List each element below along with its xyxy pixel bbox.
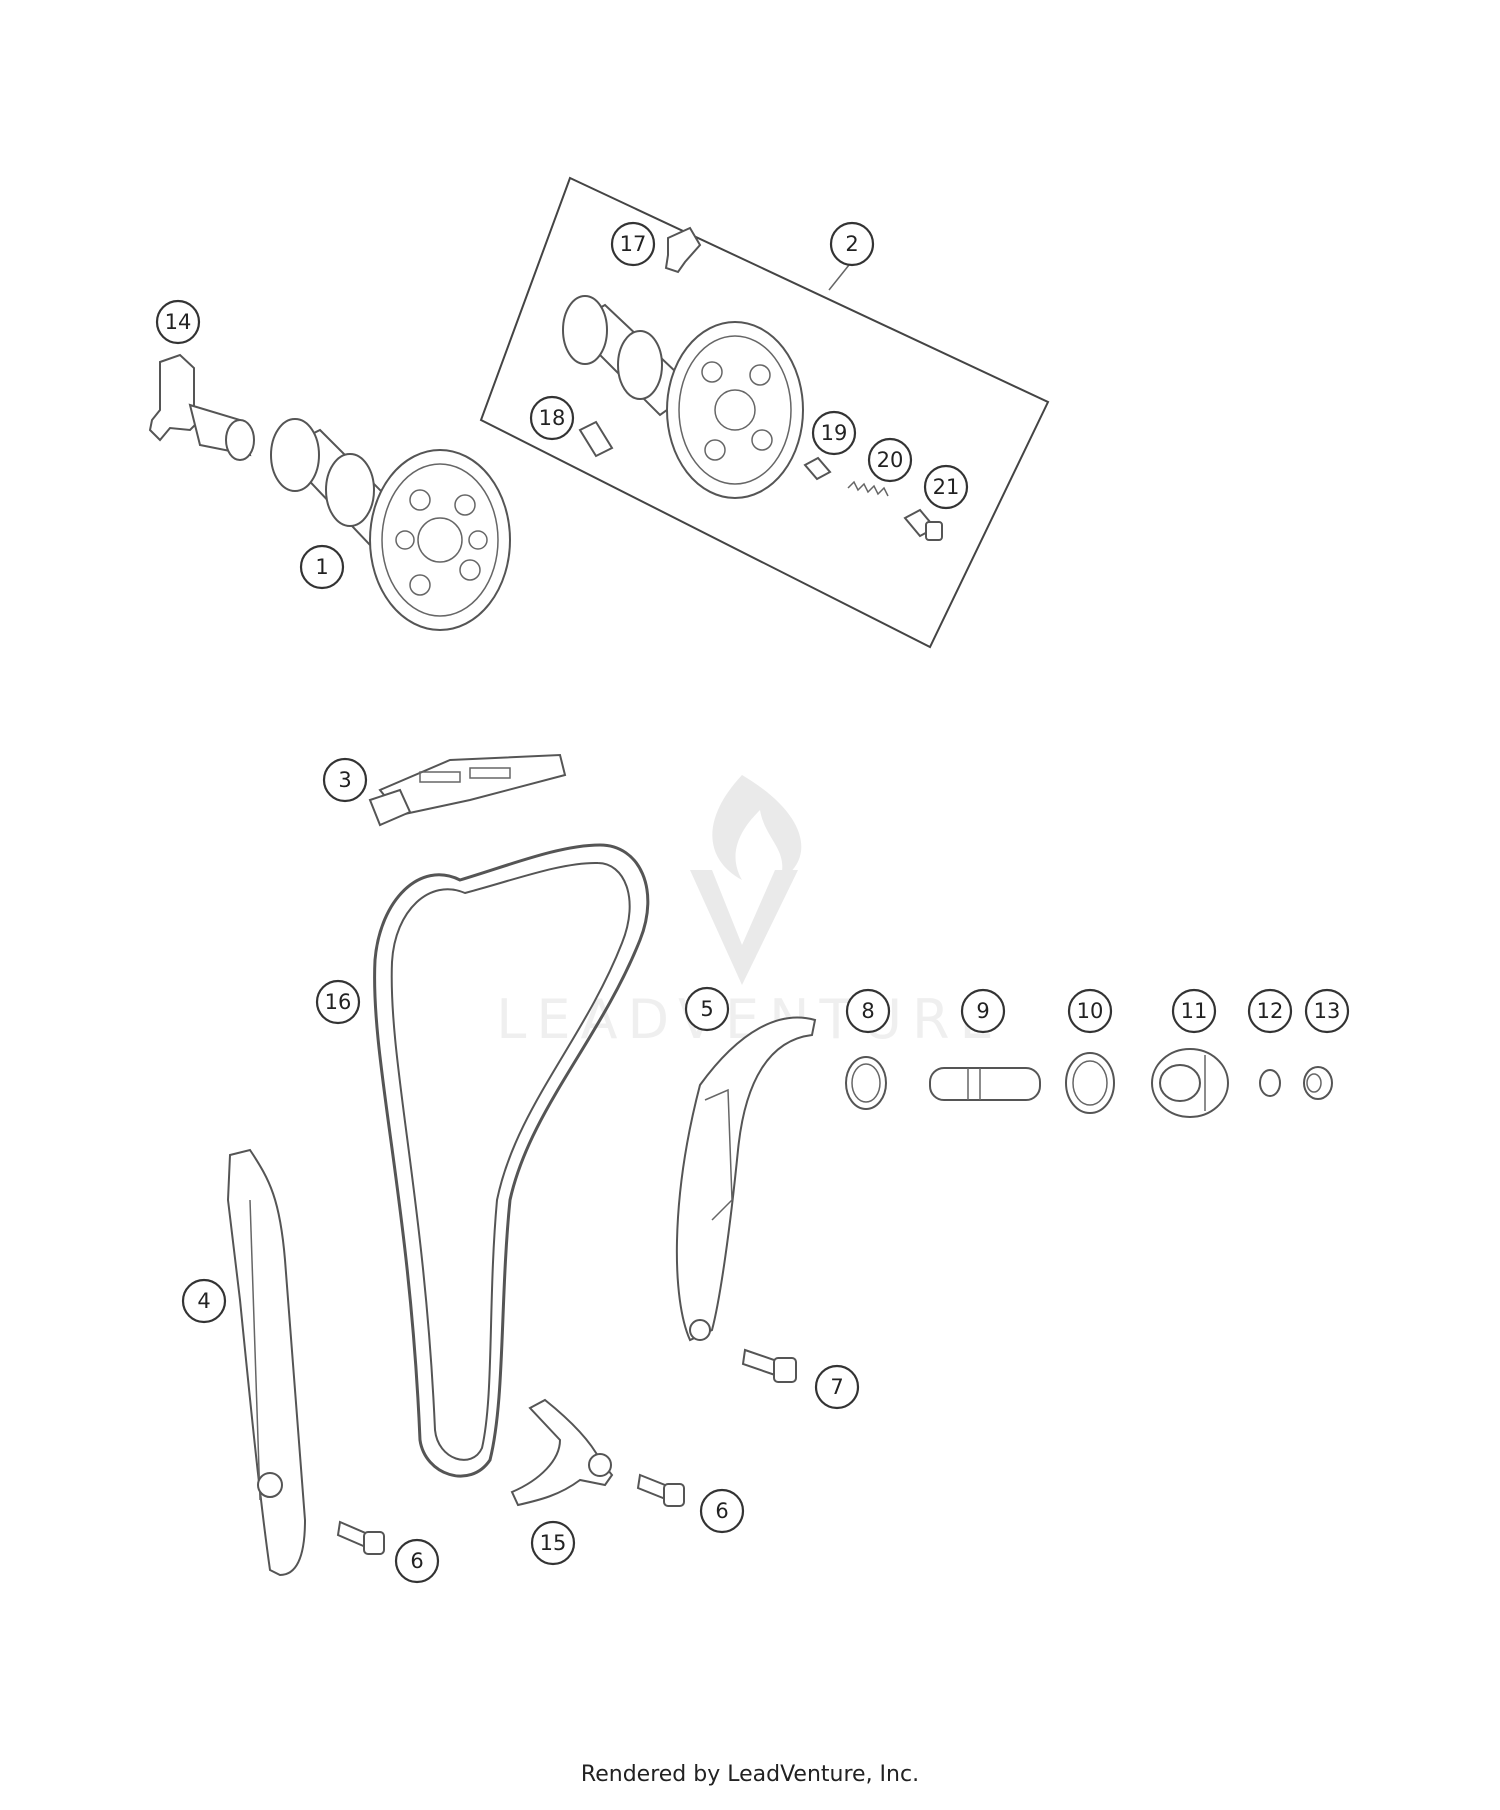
callout-13: 13 [1304, 988, 1350, 1034]
callout-6b: 6 [699, 1488, 745, 1534]
callout-21: 21 [923, 464, 969, 510]
part-bolt-a [336, 1520, 385, 1555]
part-tensioner-piston [929, 1067, 1041, 1101]
part-pin-small [803, 456, 832, 481]
part-timing-chain [373, 843, 650, 1478]
callout-14: 14 [155, 299, 201, 345]
svg-text:1: 1 [315, 555, 328, 579]
svg-text:9: 9 [976, 999, 989, 1023]
svg-text:15: 15 [540, 1531, 567, 1555]
part-pin [578, 420, 614, 458]
svg-text:11: 11 [1181, 999, 1208, 1023]
part-camshaft-intake [270, 418, 511, 631]
callout-6a: 6 [394, 1538, 440, 1584]
svg-text:20: 20 [877, 448, 904, 472]
svg-text:18: 18 [539, 406, 566, 430]
svg-text:5: 5 [700, 997, 713, 1021]
svg-text:2: 2 [845, 232, 858, 256]
callout-5: 5 [684, 986, 730, 1032]
svg-text:8: 8 [861, 999, 874, 1023]
svg-text:19: 19 [821, 421, 848, 445]
svg-text:7: 7 [830, 1375, 843, 1399]
callout-3: 3 [322, 757, 368, 803]
svg-text:21: 21 [933, 475, 960, 499]
part-bolt-b [636, 1473, 685, 1507]
callout-15: 15 [530, 1520, 576, 1566]
part-guide-rail [226, 1148, 307, 1577]
callout-7: 7 [814, 1364, 860, 1410]
callout-4: 4 [181, 1278, 227, 1324]
svg-text:14: 14 [165, 310, 192, 334]
svg-text:4: 4 [197, 1289, 210, 1313]
part-bolt-c [741, 1348, 797, 1383]
watermark: LEADVENTURE [496, 775, 994, 1051]
footer-credit: Rendered by LeadVenture, Inc. [580, 1762, 920, 1787]
callout-17: 17 [610, 221, 656, 267]
part-spring [847, 480, 889, 497]
part-camshaft-holder [148, 353, 255, 461]
svg-text:3: 3 [338, 768, 351, 792]
callout-11: 11 [1171, 988, 1217, 1034]
svg-text:6: 6 [715, 1499, 728, 1523]
part-rail-holder [510, 1398, 614, 1507]
callout-9: 9 [960, 988, 1006, 1034]
camshaft-kit-frame [479, 176, 1050, 649]
part-tensioning-rail [675, 1016, 817, 1342]
svg-text:13: 13 [1314, 999, 1341, 1023]
part-decompression-lever [664, 226, 702, 274]
part-screw-small [903, 508, 943, 541]
svg-text:6: 6 [410, 1549, 423, 1573]
svg-text:10: 10 [1077, 999, 1104, 1023]
callout-19: 19 [811, 410, 857, 456]
callout-10: 10 [1067, 988, 1113, 1034]
callout-16: 16 [315, 979, 361, 1025]
part-washer-12 [1259, 1069, 1281, 1097]
part-top-chain-guide [368, 753, 567, 827]
callout-2: 2 [829, 221, 875, 267]
callout-1: 1 [299, 544, 345, 590]
callout-12: 12 [1247, 988, 1293, 1034]
callout-8: 8 [845, 988, 891, 1034]
part-screw-plug-13 [1303, 1066, 1333, 1100]
svg-text:17: 17 [620, 232, 647, 256]
part-camshaft-exhaust [562, 295, 804, 499]
flame-v-logo-icon [690, 775, 802, 985]
part-tensioner-housing [1151, 1048, 1229, 1118]
svg-text:12: 12 [1257, 999, 1284, 1023]
callout-18: 18 [529, 395, 575, 441]
callout-20: 20 [867, 437, 913, 483]
svg-text:16: 16 [325, 990, 352, 1014]
